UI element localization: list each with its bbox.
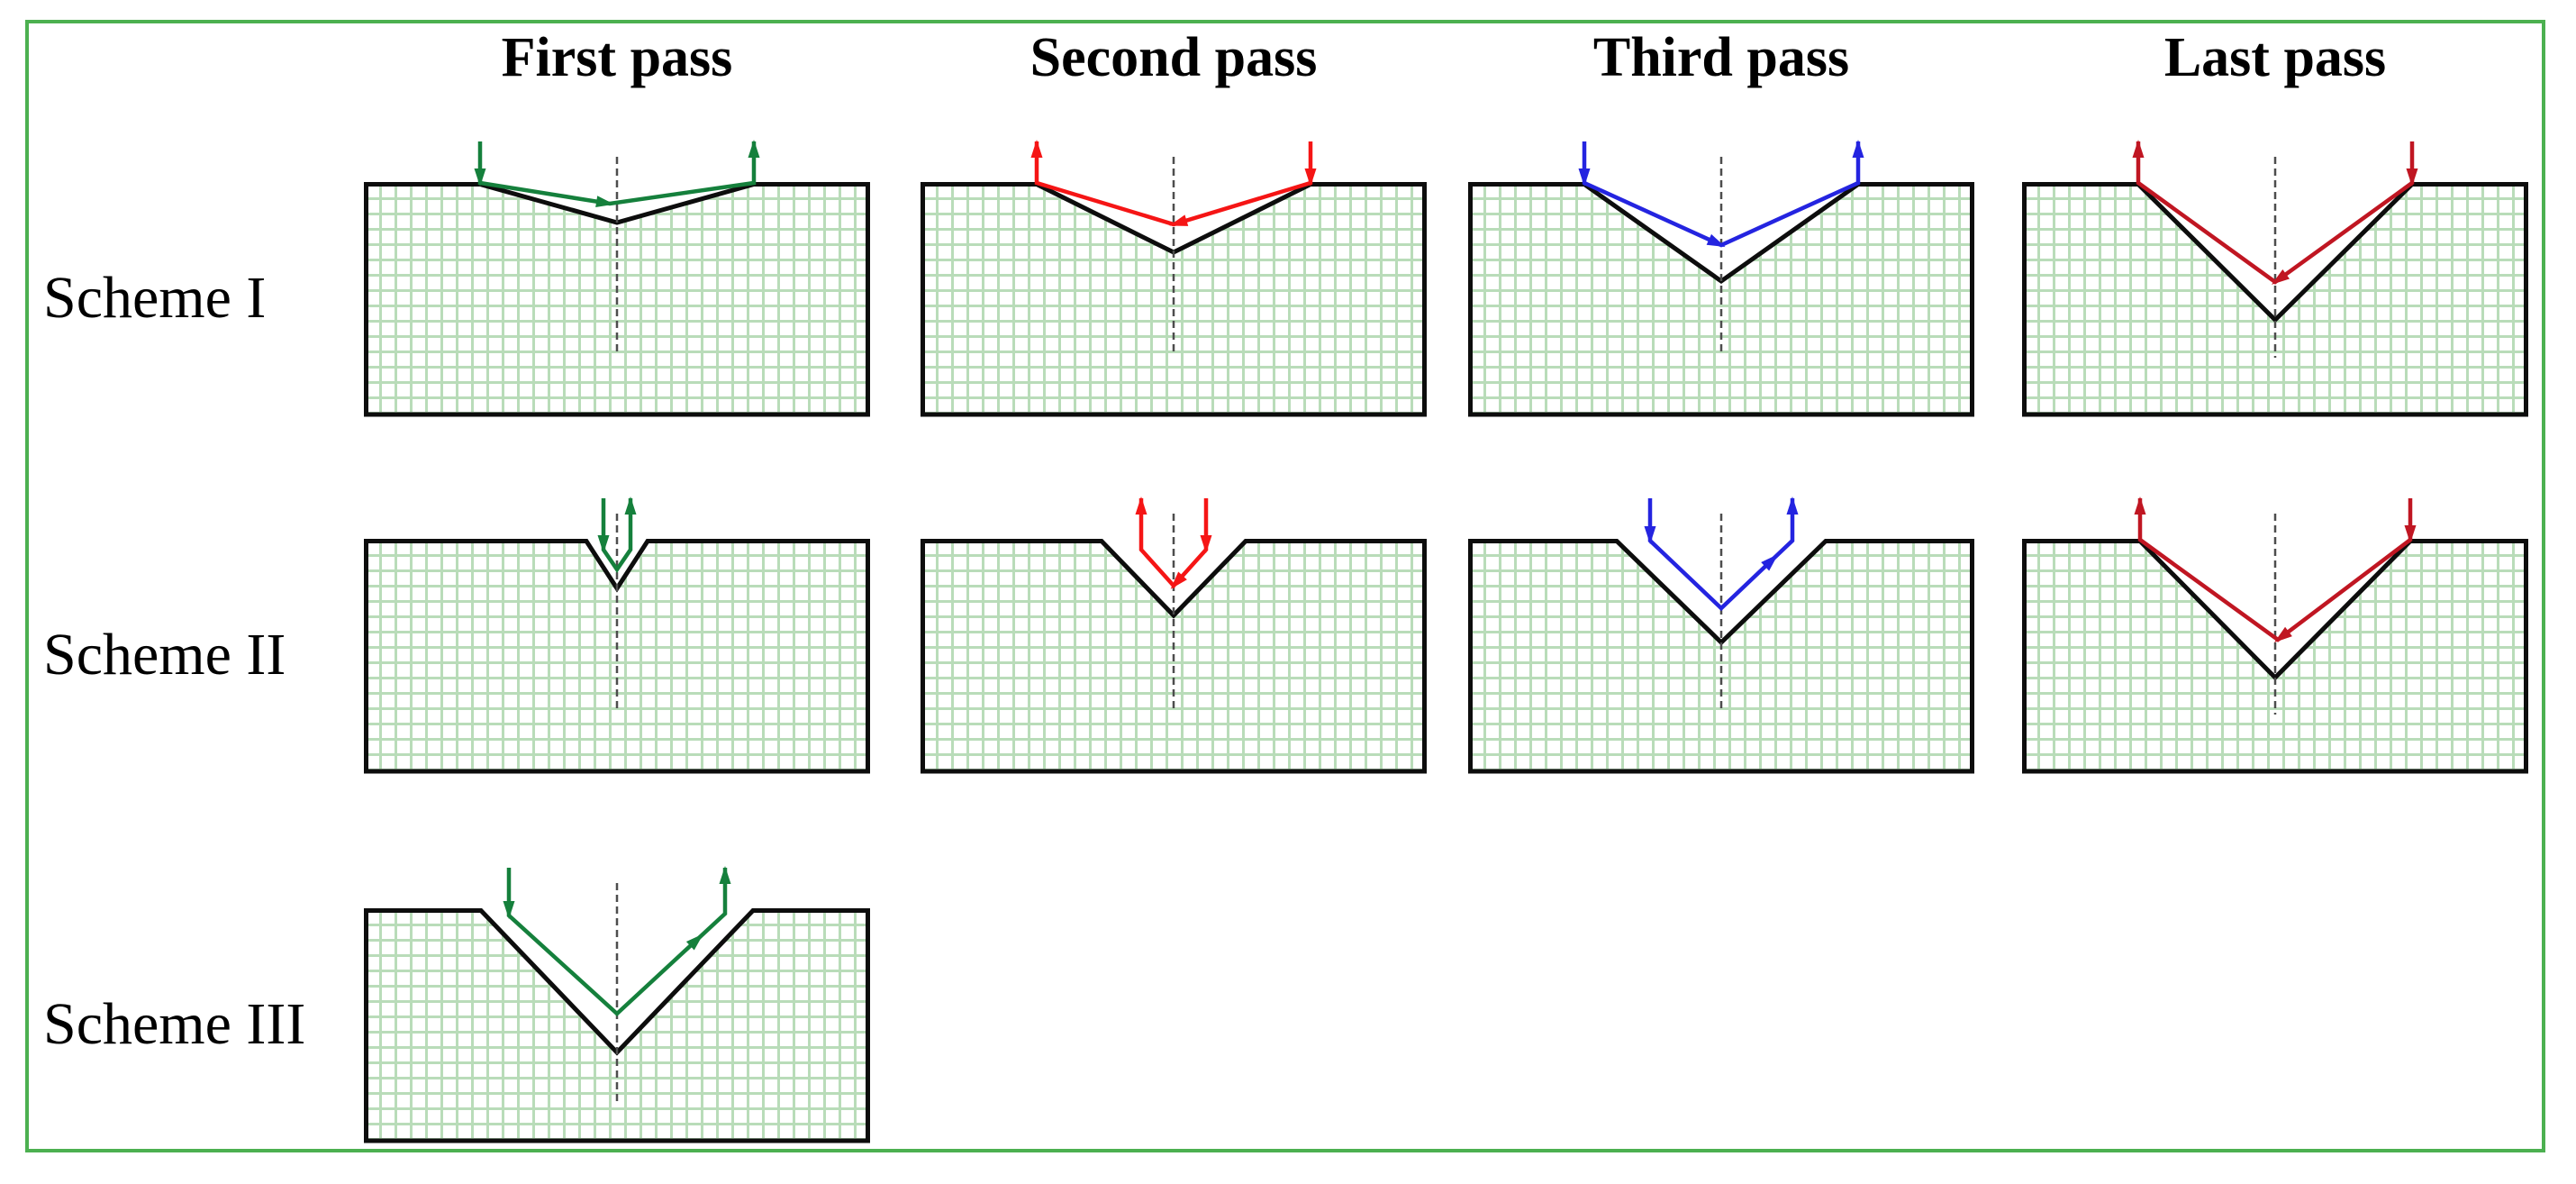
cell-scheme-I-second-pass xyxy=(921,119,1427,422)
tool-entry-arrow-icon xyxy=(597,535,610,553)
cell-scheme-II-last-pass xyxy=(2022,476,2528,779)
tool-entry-arrow-icon xyxy=(1644,526,1656,544)
tool-entry-arrow-icon xyxy=(2406,168,2418,187)
diagram-scheme-I-last-pass xyxy=(2022,140,2528,417)
tool-exit-arrow-icon xyxy=(748,140,760,158)
diagram-scheme-I-third-pass xyxy=(1468,140,1974,417)
cell-scheme-II-first-pass xyxy=(364,476,870,779)
row-label-scheme-3: Scheme III xyxy=(43,991,306,1057)
diagram-scheme-II-second-pass xyxy=(921,496,1427,774)
tool-entry-arrow-icon xyxy=(1304,168,1317,187)
figure-border-frame xyxy=(25,20,2545,1152)
column-header-first-pass: First pass xyxy=(501,27,733,88)
tool-entry-arrow-icon xyxy=(1200,535,1212,553)
diagram-scheme-I-first-pass xyxy=(364,140,870,417)
diagram-scheme-III-first-pass xyxy=(364,866,870,1143)
cell-scheme-I-third-pass xyxy=(1468,119,1974,422)
tool-direction-arrow-icon xyxy=(1761,554,1779,571)
tool-path xyxy=(601,498,633,573)
diagram-scheme-II-first-pass xyxy=(364,496,870,774)
workpiece-block xyxy=(2022,539,2528,774)
tool-direction-arrow-icon xyxy=(2271,269,2290,285)
cell-scheme-I-first-pass xyxy=(364,119,870,422)
tool-direction-arrow-icon xyxy=(685,934,703,951)
tool-entry-arrow-icon xyxy=(503,901,515,919)
tool-direction-arrow-icon xyxy=(1170,571,1187,589)
tool-entry-arrow-icon xyxy=(1578,168,1591,187)
tool-direction-arrow-icon xyxy=(2274,626,2292,643)
cell-scheme-I-last-pass xyxy=(2022,119,2528,422)
tool-exit-arrow-icon xyxy=(1852,140,1864,158)
tool-exit-arrow-icon xyxy=(1135,496,1147,515)
workpiece-block xyxy=(364,908,870,1143)
tool-exit-arrow-icon xyxy=(2132,140,2145,158)
diagram-scheme-II-third-pass xyxy=(1468,496,1974,774)
tool-path xyxy=(506,868,728,1017)
cell-scheme-II-second-pass xyxy=(921,476,1427,779)
tool-direction-arrow-icon xyxy=(1706,233,1726,248)
row-label-scheme-2: Scheme II xyxy=(43,622,286,688)
workpiece-block xyxy=(2022,182,2528,417)
diagram-scheme-I-second-pass xyxy=(921,140,1427,417)
tool-entry-arrow-icon xyxy=(2404,525,2417,543)
cell-scheme-III-first-pass xyxy=(364,845,870,1148)
tool-entry-arrow-icon xyxy=(474,168,486,187)
tool-direction-arrow-icon xyxy=(1169,214,1189,226)
column-header-third-pass: Third pass xyxy=(1592,27,1850,88)
column-header-second-pass: Second pass xyxy=(1029,27,1318,88)
column-header-last-pass: Last pass xyxy=(2163,27,2387,88)
tool-exit-arrow-icon xyxy=(1786,496,1799,515)
tool-exit-arrow-icon xyxy=(719,866,731,884)
diagram-scheme-II-last-pass xyxy=(2022,496,2528,774)
tool-direction-arrow-icon xyxy=(595,196,614,208)
tool-exit-arrow-icon xyxy=(1030,140,1043,158)
tool-exit-arrow-icon xyxy=(624,496,637,515)
cell-scheme-II-third-pass xyxy=(1468,476,1974,779)
tool-exit-arrow-icon xyxy=(2134,496,2146,515)
row-label-scheme-1: Scheme I xyxy=(43,265,267,331)
